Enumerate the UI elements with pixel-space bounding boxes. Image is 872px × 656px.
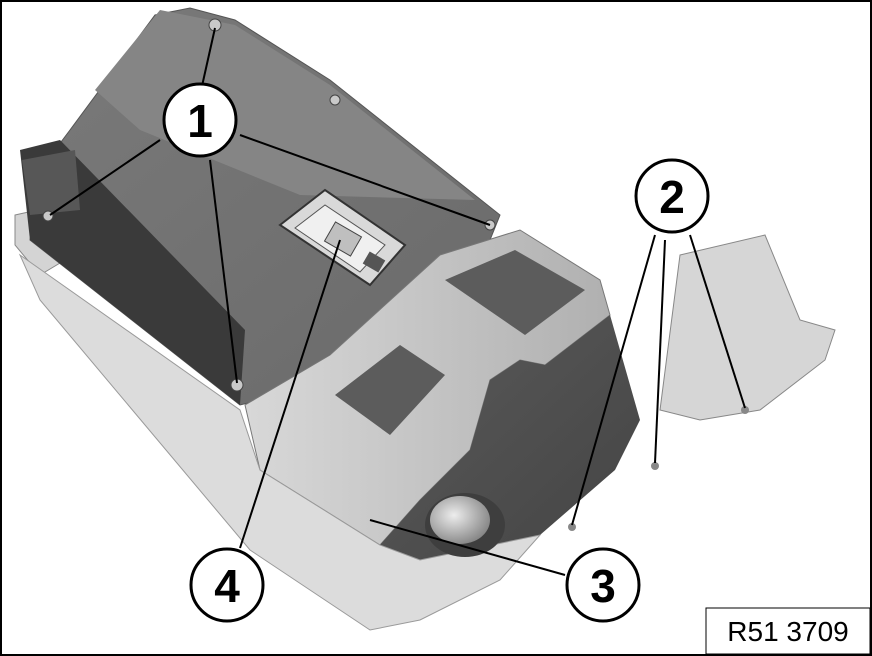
callout-1-label: 1: [187, 95, 213, 147]
reference-code-box: R51 3709: [705, 607, 871, 655]
leader-line-4: [239, 239, 341, 549]
glovebox-lower-rim: [18, 253, 542, 631]
leader-line-1: [239, 134, 491, 226]
leader-line-3: [369, 519, 566, 576]
lid-pad-upper: [445, 250, 585, 335]
callout-1: 1: [162, 82, 238, 158]
reference-code: R51 3709: [727, 616, 848, 647]
housing-side-recess: [22, 150, 80, 215]
glovebox-light-switch: [278, 188, 407, 287]
callout-3: 3: [565, 547, 641, 623]
housing-upper-face: [95, 10, 475, 200]
callout-4-label: 4: [214, 560, 240, 612]
callout-2-label: 2: [659, 171, 685, 223]
callout-3-label: 3: [590, 560, 616, 612]
leader-line-1: [49, 139, 161, 216]
callout-4: 4: [189, 547, 265, 623]
leader-line-1: [209, 159, 238, 384]
leader-lines: [49, 27, 746, 576]
leader-line-2: [571, 234, 656, 526]
leader-line-2: [689, 234, 746, 409]
callout-2: 2: [634, 158, 710, 234]
screw-hole: [42, 210, 54, 222]
screw-hole: [329, 94, 341, 106]
leader-line-2: [654, 239, 666, 464]
lid-pad-lower: [335, 345, 445, 435]
